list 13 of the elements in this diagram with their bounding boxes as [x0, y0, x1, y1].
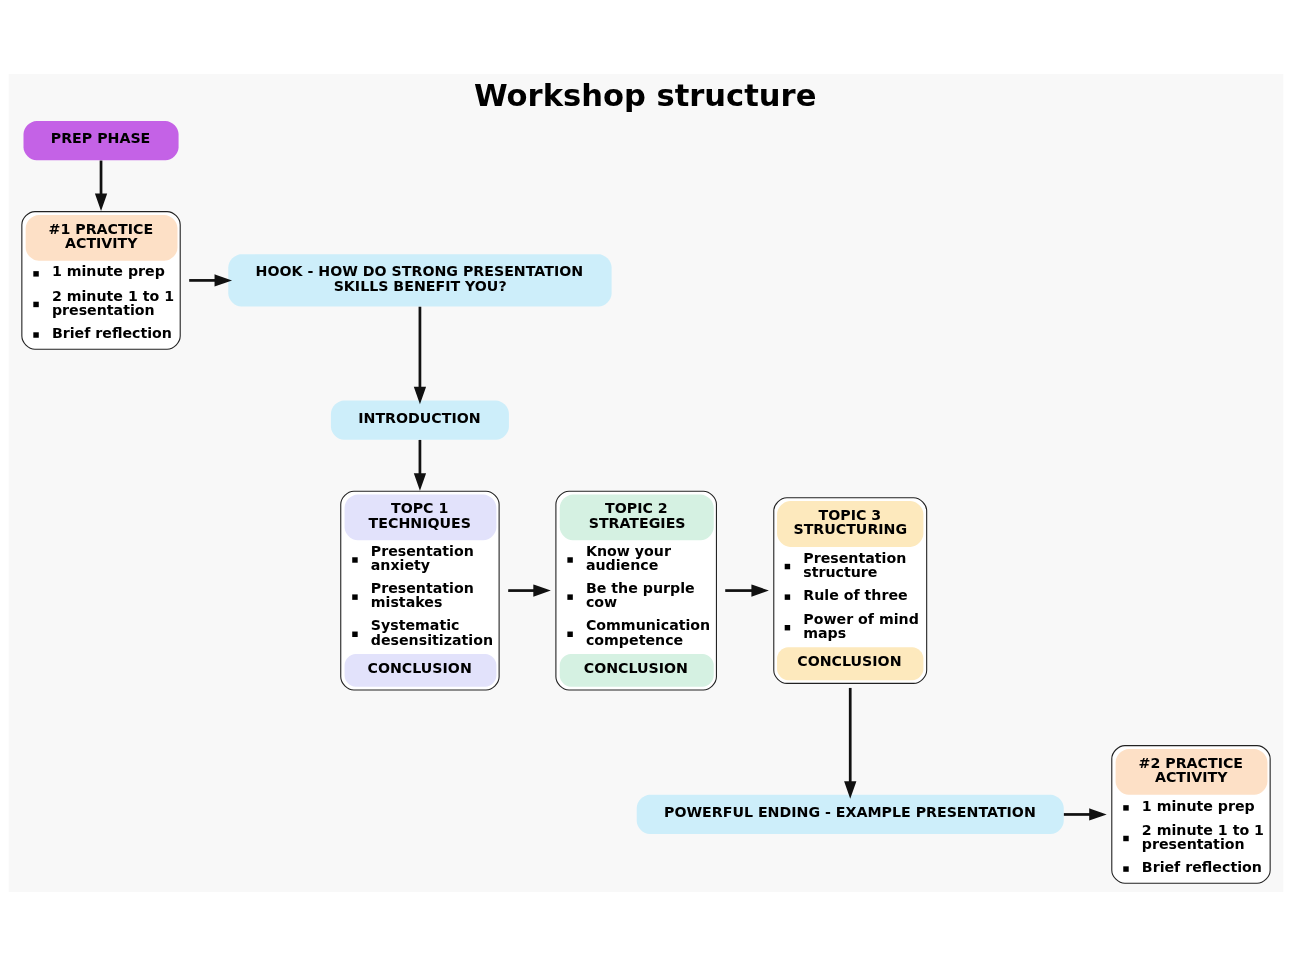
arrow	[413, 306, 427, 404]
node-box: INTRODUCTION	[330, 400, 509, 440]
diagram-title: Workshop structure	[473, 77, 817, 113]
node-box: POWERFUL ENDING - EXAMPLE PRESENTATION	[636, 794, 1064, 834]
arrow	[1063, 807, 1107, 821]
arrow	[94, 160, 108, 211]
node-box: HOOK - HOW DO STRONG PRESENTATION SKILLS BENEFIT YOU?	[228, 253, 612, 307]
arrow	[725, 583, 769, 597]
arrow	[413, 439, 427, 491]
node-box: PREP PHASE	[23, 120, 179, 160]
arrow	[189, 273, 233, 287]
arrow	[508, 583, 551, 597]
arrow	[844, 687, 857, 799]
